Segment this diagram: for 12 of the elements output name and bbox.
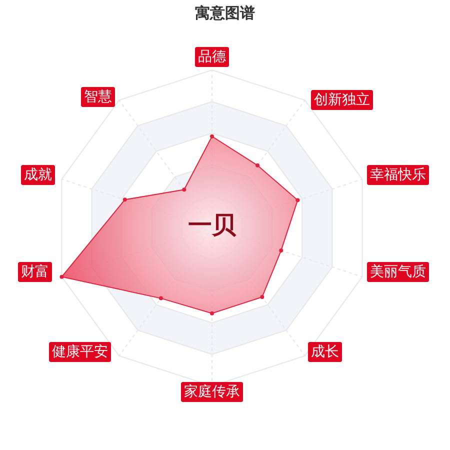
- axis-label: 财富: [18, 262, 52, 282]
- chart-title: 寓意图谱: [194, 4, 256, 23]
- axis-label: 智慧: [81, 87, 115, 107]
- axis-label: 健康平安: [49, 342, 111, 362]
- axis-label: 家庭传承: [181, 382, 243, 402]
- axis-label: 品德: [195, 47, 229, 67]
- axis-label: 创新独立: [311, 90, 373, 110]
- axis-label: 成长: [308, 342, 342, 362]
- axis-label: 美丽气质: [367, 262, 429, 282]
- axis-label: 幸福快乐: [367, 165, 429, 185]
- center-name: 一贝: [188, 210, 236, 241]
- axis-label: 成就: [21, 165, 55, 185]
